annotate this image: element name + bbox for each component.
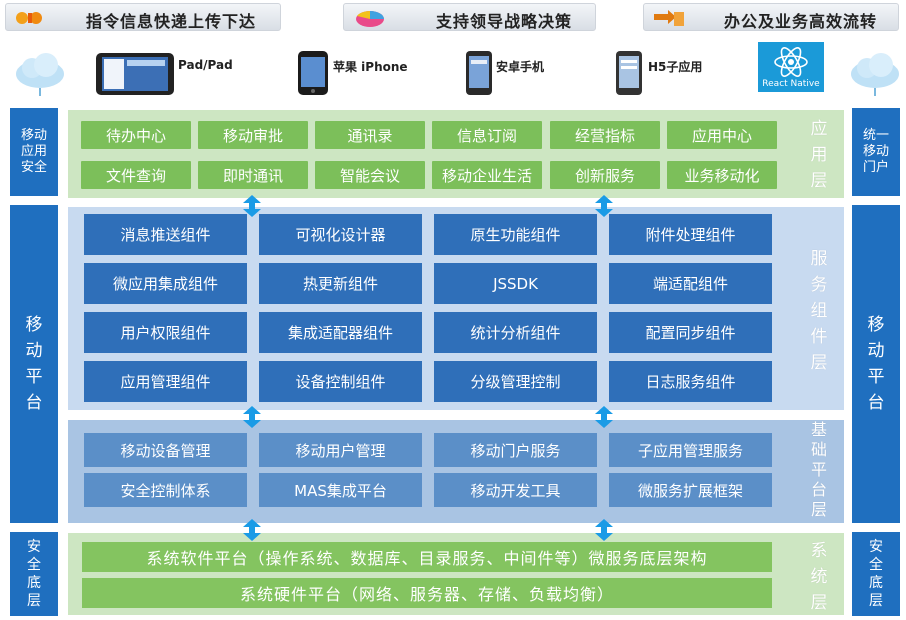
service-component: 热更新组件 bbox=[259, 263, 422, 304]
app-item: 通讯录 bbox=[315, 121, 425, 149]
double-arrow-icon bbox=[595, 195, 613, 217]
double-arrow-icon bbox=[243, 519, 261, 541]
right-pillar-bottom: 安全底层 bbox=[852, 532, 900, 616]
base-component: 移动用户管理 bbox=[259, 433, 422, 467]
right-pillar-platform: 移动平台 bbox=[852, 205, 900, 523]
tablet-icon bbox=[95, 52, 175, 100]
base-component: 移动门户服务 bbox=[434, 433, 597, 467]
react-native-icon: React Native bbox=[758, 42, 824, 92]
app-item: 即时通讯 bbox=[198, 161, 308, 189]
app-item: 移动企业生活 bbox=[432, 161, 542, 189]
service-component: 应用管理组件 bbox=[84, 361, 247, 402]
double-arrow-icon bbox=[243, 195, 261, 217]
banner-item-1: 指令信息快递上传下达 bbox=[5, 3, 281, 31]
express-icon bbox=[14, 9, 48, 31]
service-component: 端适配组件 bbox=[609, 263, 772, 304]
cloud-icon-right bbox=[845, 48, 905, 102]
iphone-icon bbox=[296, 50, 330, 100]
app-item: 应用中心 bbox=[667, 121, 777, 149]
base-component: 子应用管理服务 bbox=[609, 433, 772, 467]
banner-text-3: 办公及业务高效流转 bbox=[724, 12, 878, 31]
system-software-bar: 系统软件平台（操作系统、数据库、目录服务、中间件等）微服务底层架构 bbox=[82, 542, 772, 572]
app-item: 文件查询 bbox=[81, 161, 191, 189]
double-arrow-icon bbox=[595, 519, 613, 541]
chart-icon bbox=[354, 7, 386, 33]
app-item: 创新服务 bbox=[550, 161, 660, 189]
base-component: MAS集成平台 bbox=[259, 473, 422, 507]
service-component: 集成适配器组件 bbox=[259, 312, 422, 353]
base-component: 移动开发工具 bbox=[434, 473, 597, 507]
banner-text-1: 指令信息快递上传下达 bbox=[86, 12, 257, 31]
service-component: 设备控制组件 bbox=[259, 361, 422, 402]
workflow-icon bbox=[652, 8, 686, 32]
app-item: 智能会议 bbox=[315, 161, 425, 189]
app-layer-title: 应用层 bbox=[810, 119, 828, 191]
left-pillar-bottom: 安全底层 bbox=[10, 532, 58, 616]
base-layer-title: 基础平台层 bbox=[810, 420, 827, 519]
base-component: 微服务扩展框架 bbox=[609, 473, 772, 507]
cloud-icon-left bbox=[10, 48, 70, 102]
service-component: 配置同步组件 bbox=[609, 312, 772, 353]
device-label-h5: H5子应用 bbox=[648, 60, 703, 74]
device-label-iphone: 苹果 iPhone bbox=[333, 60, 408, 74]
h5-phone-icon bbox=[614, 50, 644, 100]
right-pillar-portal: 统一移动门户 bbox=[852, 108, 900, 196]
device-label-pad: Pad/Pad bbox=[178, 58, 233, 72]
service-component: 消息推送组件 bbox=[84, 214, 247, 255]
left-pillar-security: 移动应用安全 bbox=[10, 108, 58, 196]
base-component: 安全控制体系 bbox=[84, 473, 247, 507]
service-component: 微应用集成组件 bbox=[84, 263, 247, 304]
service-component: 原生功能组件 bbox=[434, 214, 597, 255]
double-arrow-icon bbox=[595, 406, 613, 428]
service-component: JSSDK bbox=[434, 263, 597, 304]
app-item: 经营指标 bbox=[550, 121, 660, 149]
device-label-android: 安卓手机 bbox=[496, 60, 545, 74]
banner-text-2: 支持领导战略决策 bbox=[436, 12, 573, 31]
service-component: 统计分析组件 bbox=[434, 312, 597, 353]
banner-item-2: 支持领导战略决策 bbox=[343, 3, 596, 31]
service-layer-title: 服务组件层 bbox=[810, 249, 828, 373]
service-component: 附件处理组件 bbox=[609, 214, 772, 255]
app-item: 待办中心 bbox=[81, 121, 191, 149]
app-item: 移动审批 bbox=[198, 121, 308, 149]
app-item: 信息订阅 bbox=[432, 121, 542, 149]
app-item: 业务移动化 bbox=[667, 161, 777, 189]
service-component: 分级管理控制 bbox=[434, 361, 597, 402]
react-native-label: React Native bbox=[762, 79, 820, 89]
service-component: 可视化设计器 bbox=[259, 214, 422, 255]
android-phone-icon bbox=[464, 50, 494, 100]
banner-item-3: 办公及业务高效流转 bbox=[643, 3, 899, 31]
system-layer-title: 系统层 bbox=[810, 541, 828, 613]
base-component: 移动设备管理 bbox=[84, 433, 247, 467]
left-pillar-platform: 移动平台 bbox=[10, 205, 58, 523]
service-component: 用户权限组件 bbox=[84, 312, 247, 353]
double-arrow-icon bbox=[243, 406, 261, 428]
system-hardware-bar: 系统硬件平台（网络、服务器、存储、负载均衡） bbox=[82, 578, 772, 608]
service-component: 日志服务组件 bbox=[609, 361, 772, 402]
